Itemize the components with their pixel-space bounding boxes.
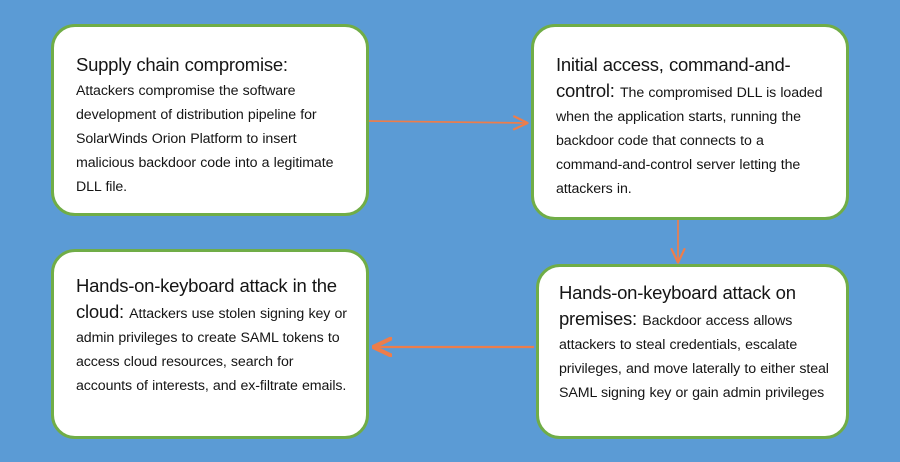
node-cloud-attack-title: Hands-on-keyboard attack in the cloud: (76, 275, 337, 322)
node-onprem-attack-body: Backdoor access allows attackers to stea… (559, 313, 829, 401)
node-supply-chain-text: Supply chain compromise: Attackers compr… (76, 53, 350, 199)
node-cloud-attack-content: Hands-on-keyboard attack in the cloud: A… (76, 274, 350, 398)
node-initial-access-text: Initial access, command-and-control: The… (556, 53, 834, 201)
node-supply-chain-content: Supply chain compromise: Attackers compr… (76, 53, 350, 199)
node-initial-access-body: The compromised DLL is loaded when the a… (556, 85, 823, 197)
node-onprem-attack-content: Hands-on-keyboard attack on premises: Ba… (559, 281, 832, 405)
node-onprem-attack-text: Hands-on-keyboard attack on premises: Ba… (559, 281, 832, 405)
node-cloud-attack-body: Attackers use stolen signing key or admi… (76, 306, 347, 394)
node-initial-access-content: Initial access, command-and-control: The… (556, 53, 834, 201)
node-cloud-attack[interactable]: Hands-on-keyboard attack in the cloud: A… (51, 249, 369, 439)
node-supply-chain-body: Attackers compromise the software develo… (76, 83, 334, 195)
node-onprem-attack-title: Hands-on-keyboard attack on premises: (559, 282, 796, 329)
node-initial-access-title: Initial access, command-and-control: (556, 54, 791, 101)
arrow-supply-chain-to-initial-access (367, 121, 527, 123)
node-onprem-attack[interactable]: Hands-on-keyboard attack on premises: Ba… (536, 264, 849, 439)
node-supply-chain[interactable]: Supply chain compromise: Attackers compr… (51, 24, 369, 216)
node-supply-chain-title: Supply chain compromise: (76, 54, 288, 75)
node-cloud-attack-text: Hands-on-keyboard attack in the cloud: A… (76, 274, 350, 398)
node-initial-access[interactable]: Initial access, command-and-control: The… (531, 24, 849, 220)
